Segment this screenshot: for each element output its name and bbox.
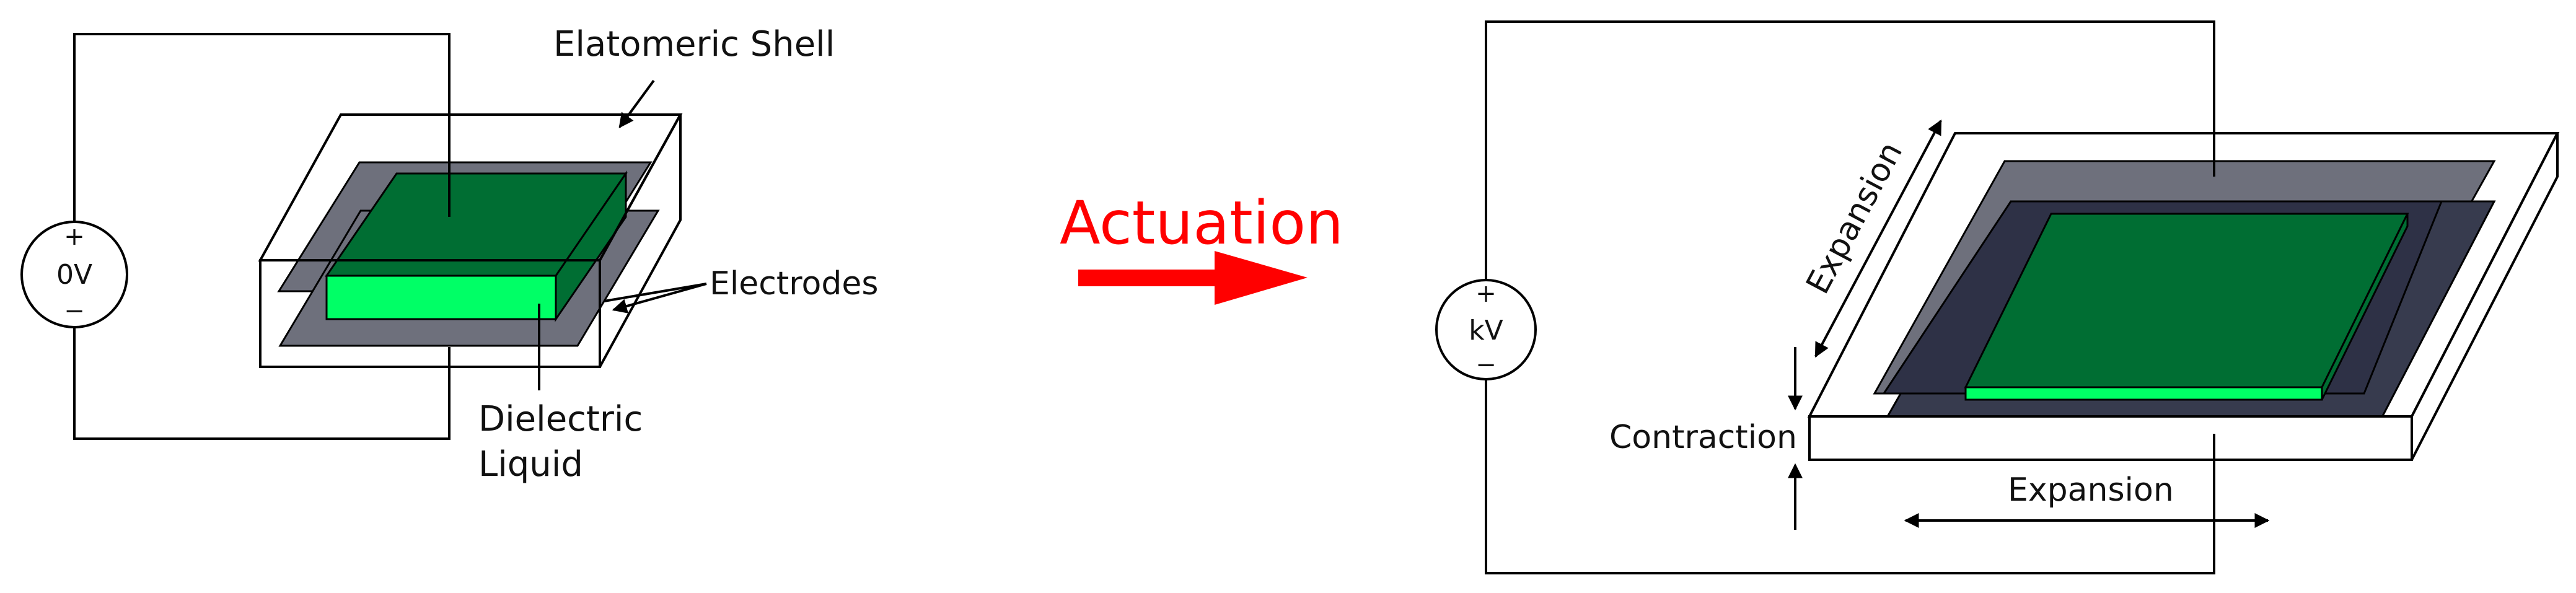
right-shell-side bbox=[2411, 133, 2559, 460]
left-shell-side bbox=[599, 114, 682, 367]
left-dielectric-front bbox=[325, 275, 557, 320]
actuation-transition: Actuation bbox=[1060, 188, 1343, 305]
actuation-arrow bbox=[1078, 251, 1308, 305]
left-electrodes-pointer-1 bbox=[612, 283, 707, 314]
left-state-diagram: + 0V − Elatomeric Shell Electrodes Diele… bbox=[20, 24, 878, 485]
left-dielectric-label-2: Liquid bbox=[478, 444, 583, 485]
right-source-plus: + bbox=[1475, 279, 1497, 308]
actuation-label: Actuation bbox=[1060, 188, 1343, 258]
right-expansion-horizontal-label: Expansion bbox=[2008, 472, 2174, 509]
right-dielectric-side bbox=[2321, 213, 2409, 400]
right-contraction-label: Contraction bbox=[1609, 419, 1797, 456]
left-voltage-source: + 0V − bbox=[20, 221, 128, 328]
right-dielectric-front bbox=[1964, 386, 2323, 401]
left-dielectric-side bbox=[555, 170, 627, 322]
right-voltage-source: + kV − bbox=[1435, 279, 1537, 380]
right-source-minus: − bbox=[1475, 351, 1497, 379]
right-state-diagram: + kV − Expansion Contraction Expansion bbox=[1435, 20, 2560, 574]
left-source-plus: + bbox=[64, 222, 85, 251]
left-source-voltage: 0V bbox=[56, 259, 92, 291]
left-dielectric-label-1: Dielectric bbox=[478, 399, 643, 439]
right-expansion-diagonal-arrow bbox=[1814, 119, 1942, 358]
left-shell-pointer bbox=[618, 79, 655, 128]
left-shell-label: Elatomeric Shell bbox=[553, 24, 835, 64]
left-electrodes-label: Electrodes bbox=[710, 265, 878, 302]
left-electrodes-pointer-2 bbox=[604, 283, 707, 302]
right-shell-front bbox=[1808, 415, 2413, 461]
right-source-voltage: kV bbox=[1469, 315, 1503, 346]
left-source-minus: − bbox=[64, 297, 85, 325]
